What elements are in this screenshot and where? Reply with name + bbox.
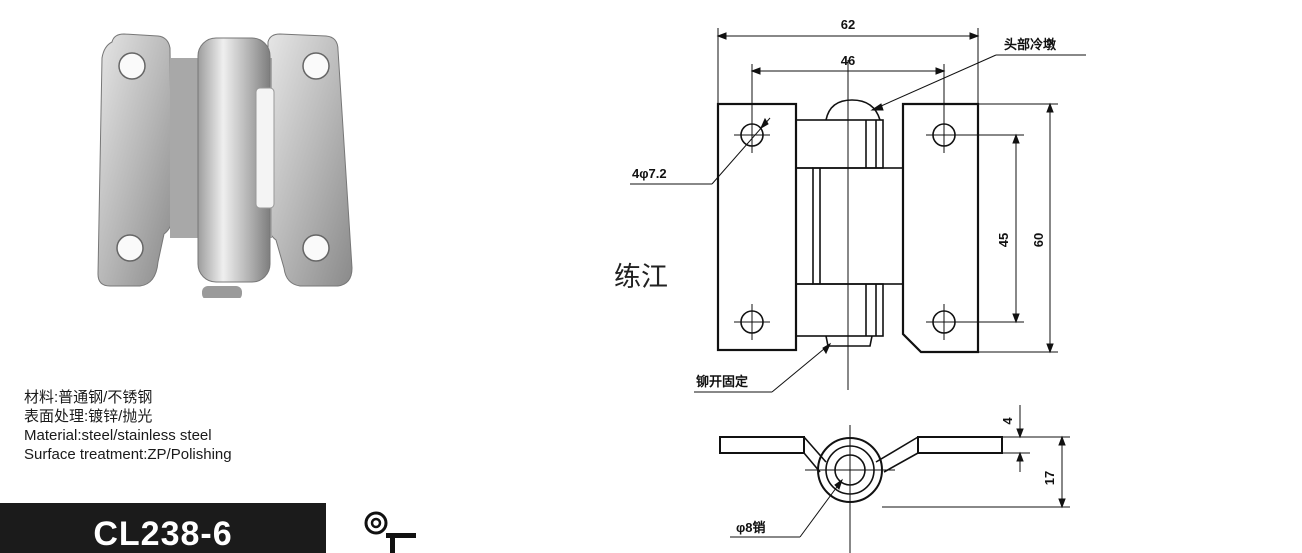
dim-46-text: 46: [841, 53, 855, 68]
spec-material-cn: 材料:普通钢/不锈钢: [24, 389, 153, 406]
dim-45-lines: [955, 133, 1024, 324]
dim-4-text: 4: [1000, 417, 1015, 425]
spec-surface-cn: 表面处理:镀锌/抛光: [24, 408, 153, 425]
model-label: CL238-6: [0, 503, 326, 553]
left-plate: [716, 102, 798, 352]
spec-material-en: Material:steel/stainless steel: [24, 427, 212, 444]
barrel-top: [795, 119, 884, 169]
dim-62-text: 62: [841, 17, 855, 32]
dim-17-lines: [882, 435, 1070, 509]
rivet-callout-text: 铆开固定: [696, 374, 748, 389]
hinge-symbol-icon: [364, 511, 416, 553]
barrel-middle: [812, 167, 904, 285]
leader-hole: [630, 117, 771, 185]
pin-callout-text: φ8销: [736, 520, 766, 535]
leader-head: [870, 54, 1086, 111]
dim-62-lines: [716, 28, 980, 104]
hole-bottom-left: [734, 304, 770, 340]
hole-callout-text: 4φ7.2: [632, 166, 667, 181]
spec-block: 材料:普通钢/不锈钢 表面处理:镀锌/抛光 Material:steel/sta…: [24, 388, 232, 464]
rivet-end: [825, 335, 873, 347]
side-view: [719, 425, 1003, 553]
spec-surface-en: Surface treatment:ZP/Polishing: [24, 446, 232, 463]
dim-4-lines: [1002, 405, 1030, 472]
dim-45-text: 45: [996, 233, 1011, 247]
dim-46-lines: [750, 64, 946, 124]
barrel-bottom: [795, 283, 884, 337]
dim-17-text: 17: [1042, 471, 1057, 485]
leader-rivet: [694, 342, 832, 393]
leader-pin: [730, 478, 843, 538]
right-plate: [901, 102, 980, 354]
brand-mark: 练江: [614, 262, 668, 293]
dim-60-text: 60: [1031, 233, 1046, 247]
dim-60-lines: [978, 102, 1058, 354]
hinge-product-photo: [97, 33, 353, 298]
head-callout-text: 头部冷墩: [1004, 37, 1057, 52]
